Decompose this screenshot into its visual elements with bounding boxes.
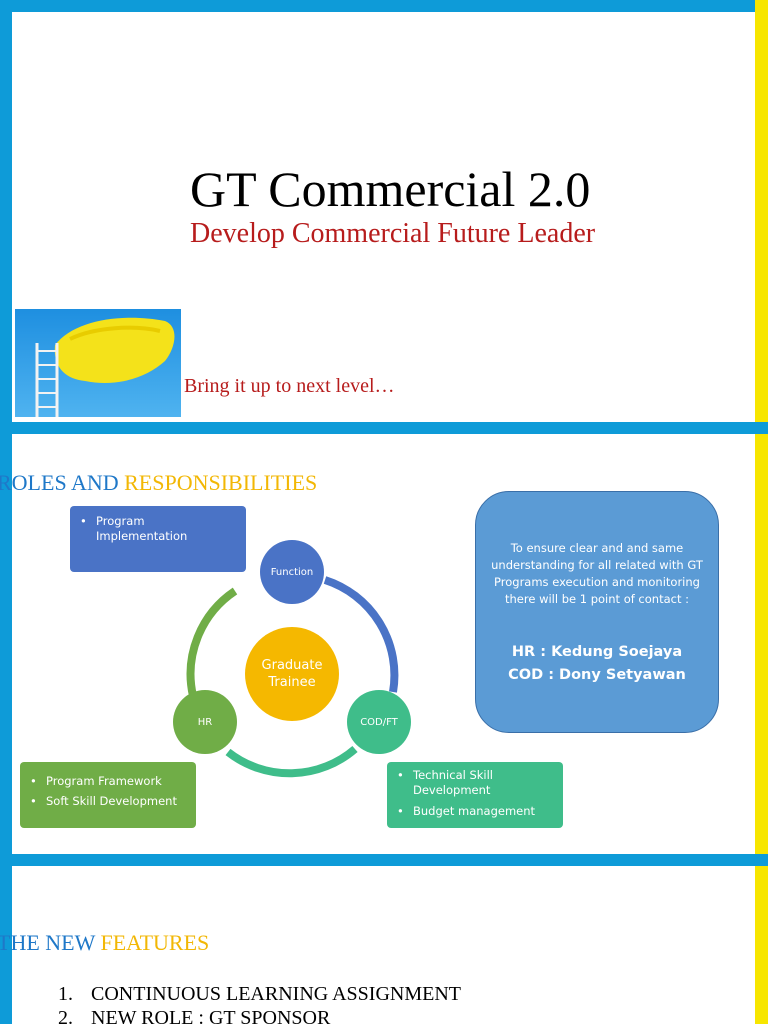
feature-item: 2. NEW ROLE : GT SPONSOR <box>58 1006 461 1024</box>
hr-responsibility-item: Soft Skill Development <box>30 794 186 809</box>
hr-circle <box>173 690 237 754</box>
contact-hr: HR : Kedung Soejaya <box>511 644 683 660</box>
feature-number: 2. <box>58 1007 73 1024</box>
features-list: 1. CONTINUOUS LEARNING ASSIGNMENT 2. NEW R… <box>58 982 461 1024</box>
heading-part-1: THE NEW <box>0 930 101 955</box>
slide-left-border <box>0 434 12 866</box>
slide-right-border <box>755 0 768 434</box>
feature-text: NEW ROLE : GT SPONSOR <box>91 1007 331 1024</box>
hr-label: HR <box>197 716 213 728</box>
feature-item: 1. CONTINUOUS LEARNING ASSIGNMENT <box>58 982 461 1006</box>
cod-label: COD/FT <box>360 716 398 728</box>
contact-callout: To ensure clear and and same understandi… <box>475 491 719 733</box>
hr-responsibility-item: Program Framework <box>30 774 186 789</box>
slide-right-border <box>755 434 768 866</box>
title-slide: GT Commercial 2.0 Develop Commercial Fut… <box>0 0 768 434</box>
center-label-line-1: Graduate <box>261 658 323 673</box>
function-circle <box>260 540 324 604</box>
slide-bottom-border <box>0 854 768 866</box>
cod-responsibilities-box: Technical Skill Development Budget manag… <box>387 762 563 828</box>
feature-number: 1. <box>58 983 73 1005</box>
slide-bottom-border <box>0 422 768 434</box>
cycle-arc-cod <box>225 745 358 778</box>
slide-title: GT Commercial 2.0 <box>190 161 591 217</box>
function-label: Function <box>270 566 314 578</box>
slide-subtitle: Develop Commercial Future Leader <box>190 218 596 249</box>
cod-responsibility-item: Budget management <box>397 804 553 819</box>
features-slide: THE NEW FEATURES 1. CONTINUOUS LEARNING A… <box>0 866 768 1024</box>
cycle-arc-hr <box>186 587 238 697</box>
slide-right-border <box>755 866 768 1024</box>
slide-heading: ROLES AND RESPONSIBILITIES <box>0 470 317 496</box>
cod-circle <box>347 690 411 754</box>
roles-slide: ROLES AND RESPONSIBILITIES Function Grad… <box>0 434 768 866</box>
cycle-diagram <box>173 540 411 778</box>
function-responsibilities-box: Program Implementation <box>70 506 246 572</box>
cycle-arc-function <box>323 576 399 693</box>
slide-heading: THE NEW FEATURES <box>0 930 209 956</box>
ladder-paint-photo <box>15 309 181 417</box>
slide-left-border <box>0 866 12 1024</box>
contact-cod: COD : Dony Setyawan <box>508 667 686 683</box>
contact-description: To ensure clear and and same understandi… <box>491 541 703 606</box>
function-responsibility-item: Program Implementation <box>80 514 236 544</box>
center-label-line-2: Trainee <box>268 675 316 690</box>
slide-tagline: Bring it up to next level… <box>184 375 395 397</box>
graduate-trainee-circle <box>245 627 339 721</box>
slide-left-border <box>0 0 12 434</box>
graduate-trainee-label: Graduate Trainee <box>245 654 339 694</box>
slide-top-border <box>0 0 768 12</box>
heading-part-2: RESPONSIBILITIES <box>124 470 318 495</box>
cod-responsibility-item: Technical Skill Development <box>397 768 553 798</box>
heading-part-1: ROLES AND <box>0 470 125 495</box>
heading-part-2: FEATURES <box>100 930 210 955</box>
hr-responsibilities-box: Program Framework Soft Skill Development <box>20 762 196 828</box>
feature-text: CONTINUOUS LEARNING ASSIGNMENT <box>91 983 461 1005</box>
